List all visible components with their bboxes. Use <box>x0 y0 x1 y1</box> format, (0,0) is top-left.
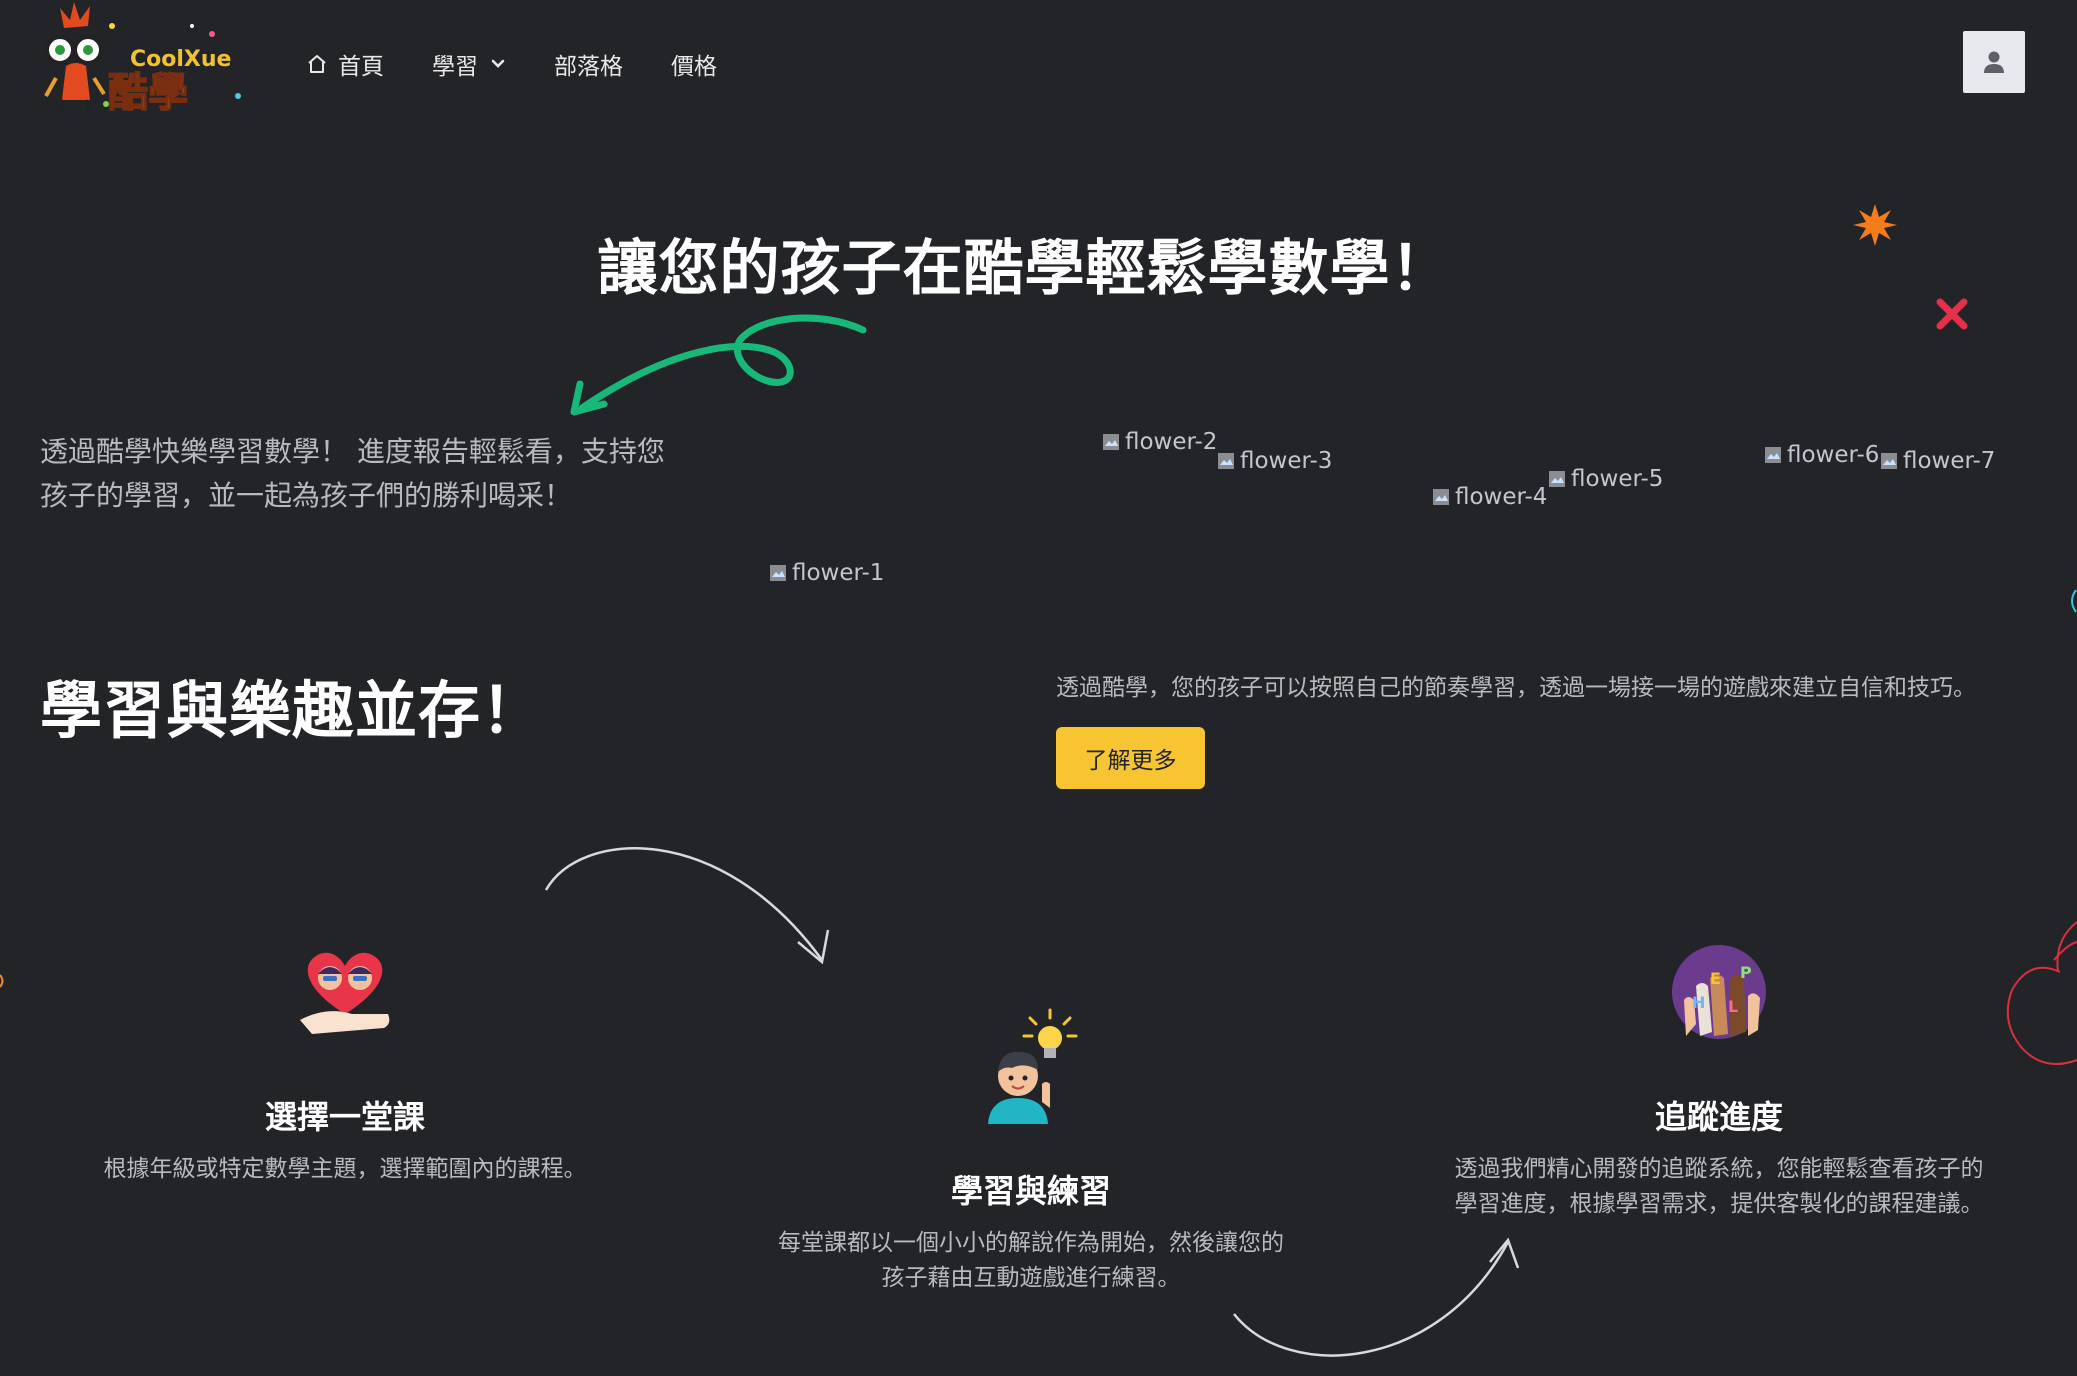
hero-title: 讓您的孩子在酷學輕鬆學數學！ <box>0 220 2077 307</box>
nav-learning-label: 學習 <box>432 54 478 80</box>
lightbulb-student-icon <box>988 1008 1078 1124</box>
flower-alt-text: flower-2 <box>1125 429 1218 455</box>
section-title: 學習與樂趣並存！ <box>40 674 545 747</box>
flower-image-1: flower-1 <box>768 560 884 586</box>
broken-image-icon <box>1765 447 1781 463</box>
hero-description: 透過酷學快樂學習數學！ 進度報告輕鬆看，支持您孩子的學習，並一起為孩子們的勝利喝… <box>40 435 665 512</box>
nav-home[interactable]: 首頁 <box>306 47 384 81</box>
flower-image-7: flower-7 <box>1879 448 1995 474</box>
svg-text:L: L <box>1728 997 1738 1016</box>
hero-title-text: 讓您的孩子在酷學輕鬆學數學！ <box>597 234 1452 304</box>
nav-learning-dropdown[interactable]: 學習 <box>432 47 506 81</box>
flower-image-2: flower-2 <box>1101 429 1217 455</box>
nav-home-label: 首頁 <box>338 54 384 80</box>
svg-text:P: P <box>1740 963 1752 982</box>
flower-alt-text: flower-7 <box>1903 448 1996 474</box>
logo-mascot-icon: CoolXue 酷學 <box>44 2 241 117</box>
flower-alt-text: flower-5 <box>1571 466 1664 492</box>
svg-text:E: E <box>1710 969 1721 988</box>
section-description: 透過酷學，您的孩子可以按照自己的節奏學習，透過一場接一場的遊戲來建立自信和技巧。 <box>1056 675 1976 701</box>
step-3-title: 追蹤進度 <box>1654 1098 1783 1136</box>
flower-image-4: flower-4 <box>1431 484 1547 510</box>
step-2-text: 每堂課都以一個小小的解說作為開始，然後讓您的孩子藉由互動遊戲進行練習。 <box>778 1230 1284 1291</box>
nav-pricing[interactable]: 價格 <box>671 47 717 81</box>
nav-blog-label: 部落格 <box>554 54 623 80</box>
red-cross-icon <box>1936 298 1968 330</box>
broken-image-icon <box>1103 434 1119 450</box>
step-1-title: 選擇一堂課 <box>264 1098 425 1136</box>
step-2-title: 學習與練習 <box>950 1172 1111 1210</box>
chevron-down-icon <box>491 59 505 68</box>
flower-alt-text: flower-6 <box>1787 442 1880 468</box>
broken-image-icon <box>1433 489 1449 505</box>
curved-arrow-down-icon <box>544 847 830 965</box>
teal-arc-icon <box>2071 589 2077 613</box>
flower-image-6: flower-6 <box>1763 442 1879 468</box>
flower-alt-text: flower-3 <box>1240 448 1333 474</box>
flower-image-5: flower-5 <box>1547 466 1663 492</box>
logo[interactable]: CoolXue 酷學 <box>42 0 252 120</box>
broken-image-icon <box>770 565 786 581</box>
help-hands-icon: H E L P <box>1672 945 1766 1039</box>
flower-image-3: flower-3 <box>1216 448 1332 474</box>
nav-pricing-label: 價格 <box>671 54 717 80</box>
home-icon <box>308 55 326 73</box>
logo-brand-en: CoolXue <box>130 47 231 72</box>
broken-image-icon <box>1549 471 1565 487</box>
user-icon <box>1984 51 2004 73</box>
user-menu-button[interactable] <box>1963 31 2025 93</box>
broken-image-icon <box>1881 453 1897 469</box>
svg-text:H: H <box>1692 993 1705 1012</box>
step-1-text: 根據年級或特定數學主題，選擇範圍內的課程。 <box>103 1156 587 1182</box>
star-burst-icon <box>1853 204 1897 246</box>
green-arrow-icon <box>570 314 867 416</box>
curved-arrow-up-icon <box>1233 1237 1520 1357</box>
heart-hand-icon <box>300 952 390 1034</box>
apple-outline-icon <box>2006 921 2077 1065</box>
orange-mark-icon <box>0 974 4 988</box>
learn-more-button[interactable]: 了解更多 <box>1056 727 1205 789</box>
step-3-text: 透過我們精心開發的追蹤系統，您能輕鬆查看孩子的學習進度，根據學習需求，提供客製化… <box>1454 1156 1984 1217</box>
broken-image-icon <box>1218 453 1234 469</box>
flower-alt-text: flower-1 <box>792 560 885 586</box>
main-nav: 首頁 學習 部落格 價格 <box>306 44 765 84</box>
logo-brand-zh: 酷學 <box>108 70 188 116</box>
flower-alt-text: flower-4 <box>1455 484 1548 510</box>
nav-blog[interactable]: 部落格 <box>554 47 623 81</box>
